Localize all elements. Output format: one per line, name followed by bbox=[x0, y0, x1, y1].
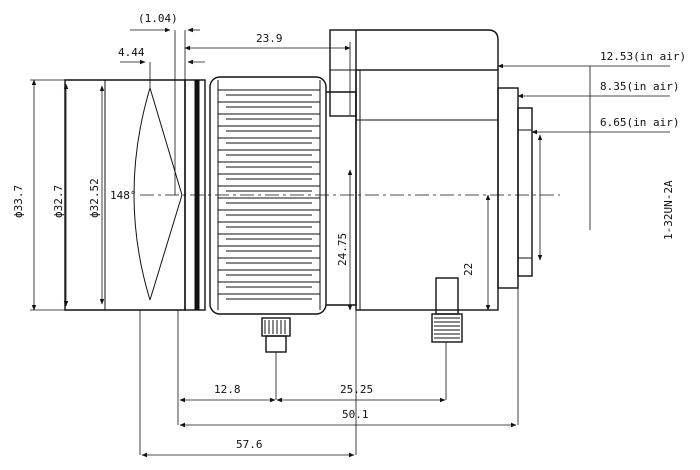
dimension-lines bbox=[30, 27, 670, 458]
label-thread: 1-32UN-2A bbox=[662, 180, 675, 240]
rear-flange bbox=[497, 87, 519, 289]
label-1-04: (1.04) bbox=[138, 12, 178, 25]
label-8-35: 8.35(in air) bbox=[600, 80, 679, 93]
label-23-9: 23.9 bbox=[256, 32, 283, 45]
label-dia-32-52: ϕ32.52 bbox=[88, 178, 101, 218]
barrel-top-profile bbox=[356, 29, 499, 70]
label-12-8: 12.8 bbox=[214, 383, 241, 396]
label-4-44: 4.44 bbox=[118, 46, 145, 59]
focus-ring-knurling bbox=[218, 89, 320, 300]
iris-lever-top bbox=[329, 29, 357, 117]
angle-of-view-lines bbox=[149, 87, 183, 301]
iris-lock-screw-head bbox=[431, 313, 463, 343]
label-57-6: 57.6 bbox=[236, 438, 263, 451]
label-dia-32-7: ϕ32.7 bbox=[52, 185, 65, 218]
label-angle: 148° bbox=[110, 189, 137, 202]
barrel-collar bbox=[326, 91, 357, 306]
label-50-1: 50.1 bbox=[342, 408, 369, 421]
label-12-53: 12.53(in air) bbox=[600, 50, 686, 63]
rear-mount bbox=[517, 107, 533, 277]
label-24-75: 24.75 bbox=[336, 233, 349, 266]
main-barrel bbox=[355, 69, 499, 311]
label-22: 22 bbox=[462, 263, 475, 276]
focus-lock-screw-head bbox=[261, 317, 291, 337]
label-6-65: 6.65(in air) bbox=[600, 116, 679, 129]
label-25-25: 25.25 bbox=[340, 383, 373, 396]
dimension-labels: (1.04) 4.44 23.9 12.53(in air) 8.35(in a… bbox=[12, 12, 686, 451]
front-lens-surface bbox=[133, 87, 151, 301]
iris-lock-screw-stem bbox=[435, 277, 459, 315]
screw-knurling bbox=[264, 317, 460, 339]
focus-lock-screw-body bbox=[265, 335, 287, 353]
lens-body bbox=[64, 29, 533, 353]
label-dia-33-7: ϕ33.7 bbox=[12, 185, 25, 218]
focus-ring bbox=[209, 76, 327, 315]
